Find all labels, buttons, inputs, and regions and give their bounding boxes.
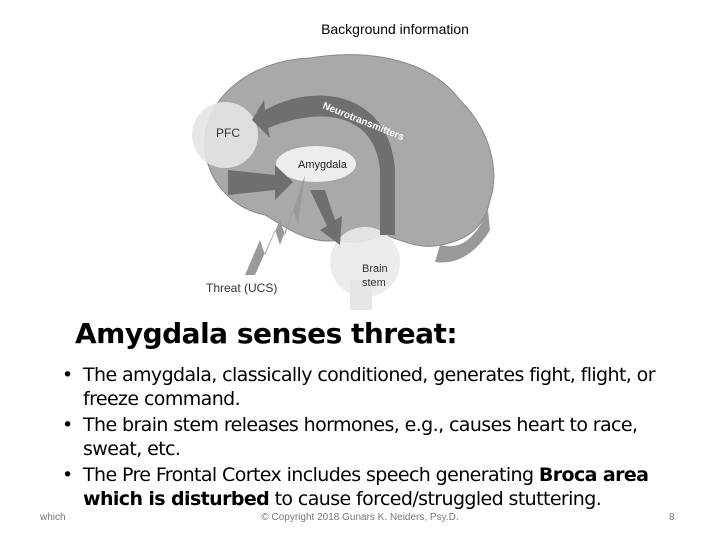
brainstem-region xyxy=(330,227,400,297)
amygdala-region xyxy=(276,146,356,182)
slide-header: Background information xyxy=(321,21,469,37)
bullet-list: • The amygdala, classically conditioned, … xyxy=(58,364,698,514)
bullet-text: The Pre Frontal Cortex includes speech g… xyxy=(83,464,539,486)
label-stem: stem xyxy=(362,277,386,289)
pfc-to-amygdala-arrow xyxy=(228,165,293,200)
brain-diagram: PFC Amygdala Neurotransmitters Threat (U… xyxy=(192,54,495,310)
page-number: 8 xyxy=(669,512,675,523)
pfc-region xyxy=(192,102,258,168)
bullet-item: • The amygdala, classically conditioned, … xyxy=(58,364,698,411)
bullet-marker: • xyxy=(62,364,73,386)
bullet-item: • The Pre Frontal Cortex includes speech … xyxy=(58,464,698,511)
footer-copyright: © Copyright 2018 Gunars K. Neiders, Psy.… xyxy=(261,512,459,523)
bullet-text: The brain stem releases hormones, e.g., … xyxy=(83,414,638,460)
bullet-item: • The brain stem releases hormones, e.g.,… xyxy=(58,414,698,461)
brain-outline xyxy=(204,54,495,247)
neurotransmitter-arrow xyxy=(252,95,395,235)
label-threat: Threat (UCS) xyxy=(206,281,277,295)
label-pfc: PFC xyxy=(216,126,240,140)
bullet-text: The amygdala, classically conditioned, g… xyxy=(83,364,656,410)
footer-note: which xyxy=(40,512,66,523)
bullet-marker: • xyxy=(62,414,73,436)
label-brain: Brain xyxy=(362,263,388,275)
bullet-text: to cause forced/struggled stuttering. xyxy=(269,487,602,510)
bullet-marker: • xyxy=(62,464,73,486)
threat-bolt xyxy=(245,175,305,275)
amygdala-to-stem-arrow xyxy=(310,190,342,245)
label-amygdala: Amygdala xyxy=(298,159,348,171)
slide-title: Amygdala senses threat: xyxy=(75,317,458,350)
bullet-bold-text: Broca area which is disturbed xyxy=(83,464,649,510)
